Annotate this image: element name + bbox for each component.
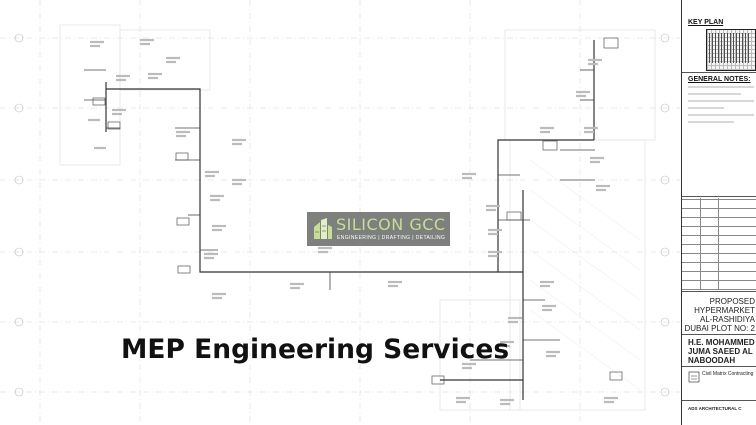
client-name-line: JUMA SAEED AL [688,347,753,356]
company-logo: SILICON GCC ENGINEERING | DRAFTING | DET… [307,212,450,246]
project-title-line: DUBAI PLOT NO: 2 [684,324,755,333]
hatched-zone [529,159,641,391]
general-notes-text [688,86,754,128]
grid-lines [0,0,680,425]
project-title-line: HYPERMARKET [694,306,755,315]
branch-ducts [84,69,595,361]
project-title-line: PROPOSED [709,297,755,306]
key-plan-heading: KEY PLAN [688,19,724,26]
contractor-name: Civil Matrix Contracting [702,371,754,377]
revision-table [682,198,756,290]
annotation-ticks [88,38,618,406]
logo-tagline: ENGINEERING | DRAFTING | DETAILING [337,235,446,241]
client-name-line: NABOODAH [688,356,736,365]
consultant-name: ADS ARCHITECTURAL C [688,406,742,411]
title-block-divider [682,334,756,335]
title-block-divider [682,196,756,197]
duct-runs [105,40,595,400]
title-block-divider [682,291,756,292]
contractor-logo-icon [688,371,700,383]
mep-floor-plan [0,0,680,425]
page-headline: MEP Engineering Services [121,334,510,365]
grid-bubbles [14,33,670,397]
logo-title: SILICON GCC [336,215,446,234]
building-icon [314,218,332,239]
general-notes-heading: GENERAL NOTES: [688,76,751,83]
title-block-divider [682,366,756,367]
project-title-line: AL-RASHIDIYA [700,315,755,324]
title-block-divider [682,72,756,73]
equipment-boxes [92,37,623,385]
key-plan-highlight [709,33,749,63]
client-name-line: H.E. MOHAMMED [688,338,755,347]
title-block: KEY PLAN GENERAL NOTES: PROPOSED HYPERMA… [681,0,756,425]
title-block-divider [682,400,756,401]
